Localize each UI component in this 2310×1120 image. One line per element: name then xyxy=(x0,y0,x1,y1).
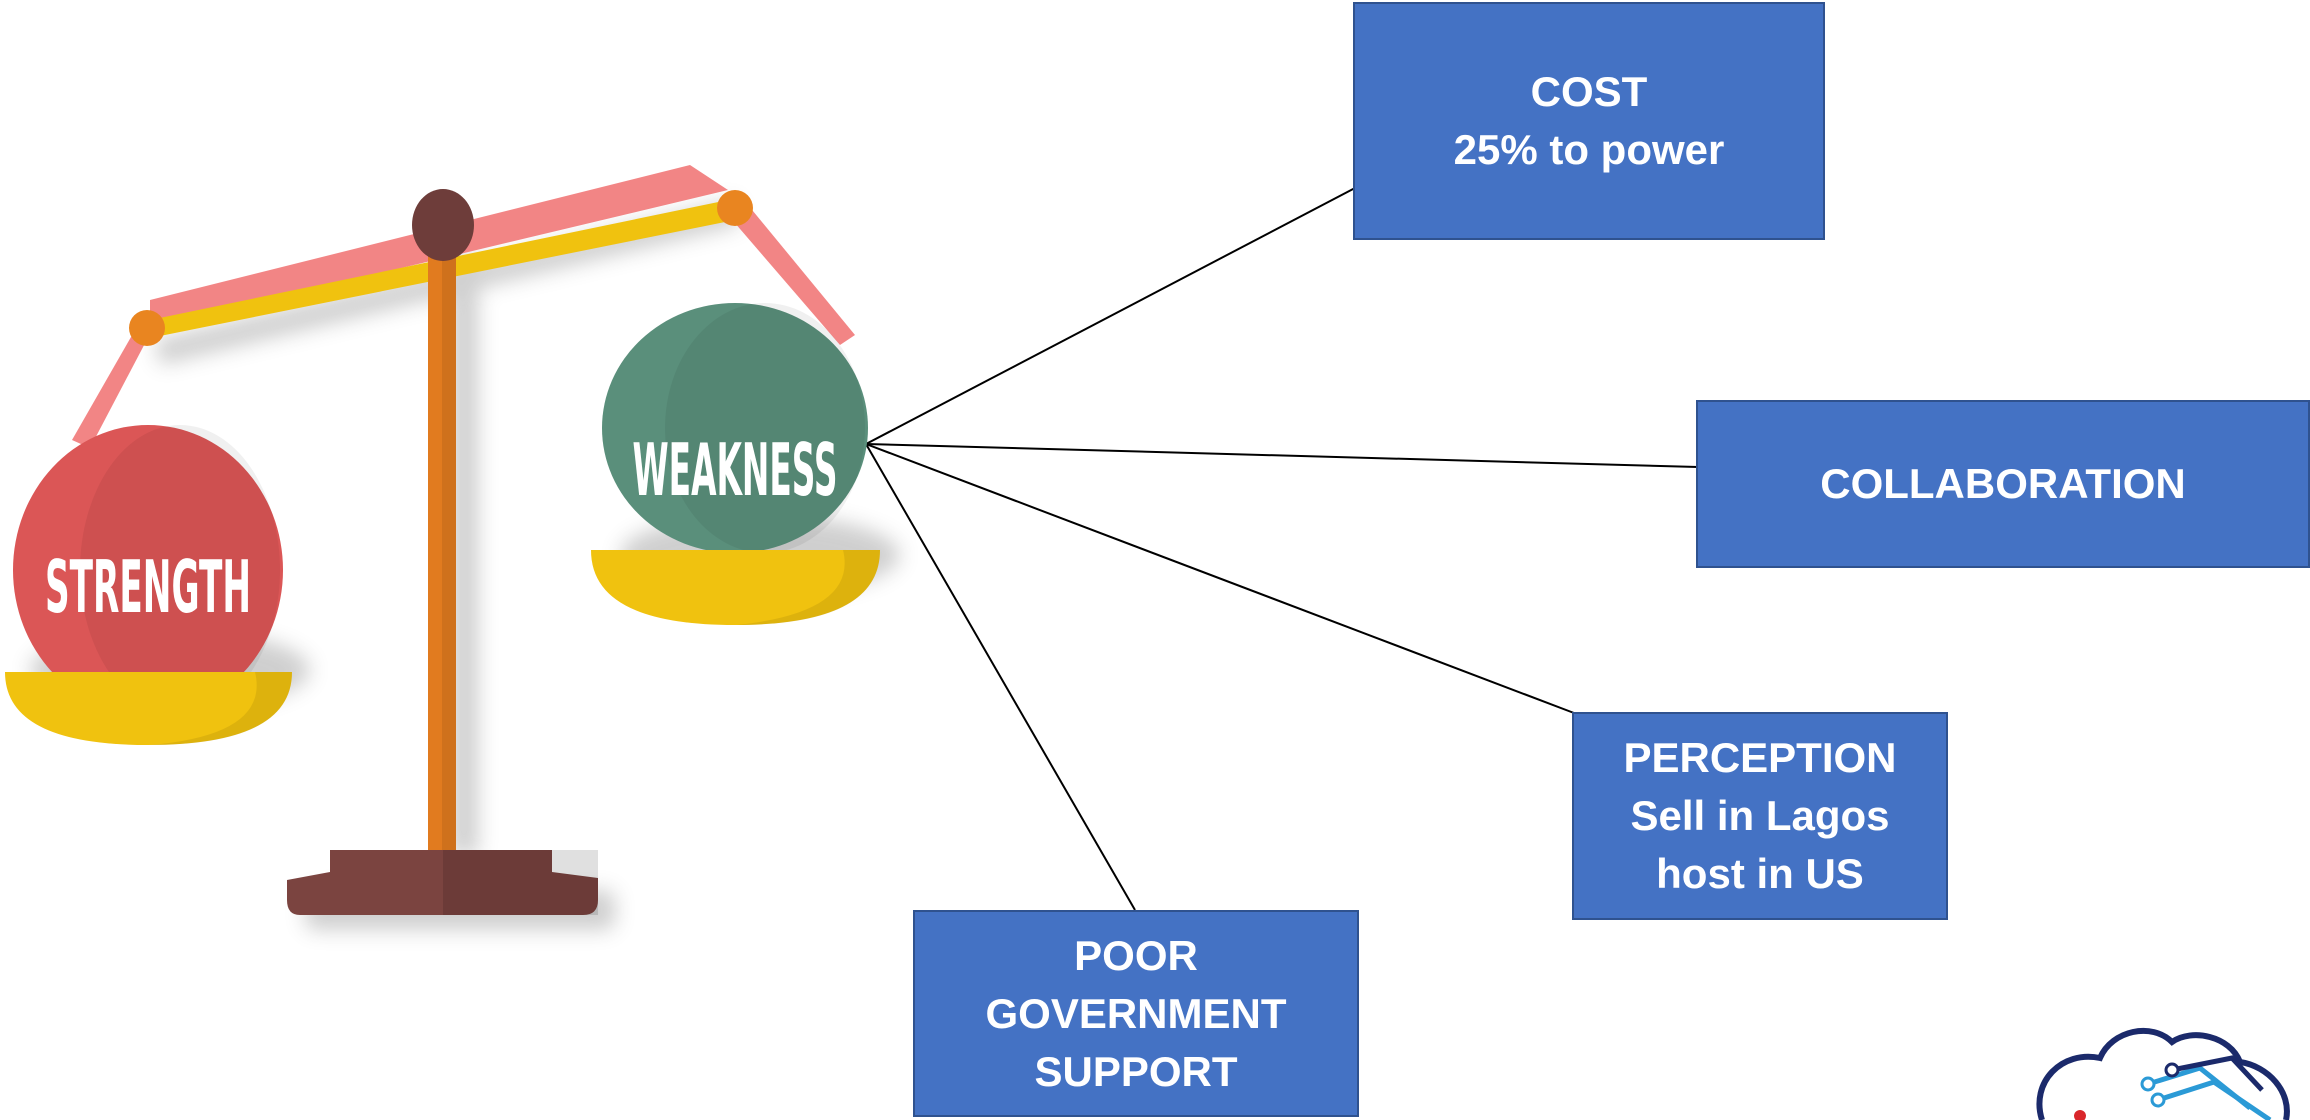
government-support-box: POOR GOVERNMENT SUPPORT xyxy=(913,910,1359,1117)
cost-title: COST xyxy=(1530,68,1648,115)
cloud-circuit-logo xyxy=(2036,1027,2290,1120)
government-line-1: POOR xyxy=(1074,931,1198,979)
cost-detail: 25% to power xyxy=(1453,126,1725,173)
scale-base xyxy=(287,850,598,915)
government-line-3: SUPPORT xyxy=(1034,1047,1238,1095)
collaboration-title: COLLABORATION xyxy=(1820,460,2186,507)
connector-government xyxy=(865,443,1136,911)
connector-cost xyxy=(865,187,1356,445)
government-line-2: GOVERNMENT xyxy=(985,989,1287,1037)
scale-post xyxy=(428,255,456,855)
perception-title: PERCEPTION xyxy=(1623,734,1897,781)
perception-box: PERCEPTION Sell in Lagos host in US xyxy=(1572,712,1948,920)
right-joint xyxy=(717,190,753,226)
weakness-label: WEAKNESS xyxy=(633,428,838,512)
connector-lines xyxy=(865,187,1699,911)
left-joint xyxy=(129,310,165,346)
connector-collaboration xyxy=(865,443,1699,468)
perception-detail-2: host in US xyxy=(1656,850,1864,897)
right-pan-cord xyxy=(728,205,855,345)
left-pan-cord xyxy=(72,330,152,448)
cost-box: COST 25% to power xyxy=(1353,2,1825,240)
pivot-knob xyxy=(412,189,474,261)
perception-detail-1: Sell in Lagos xyxy=(1630,792,1890,839)
right-pan xyxy=(591,550,880,625)
weakness-ball: WEAKNESS xyxy=(602,303,868,553)
left-pan xyxy=(5,672,292,745)
strength-label: STRENGTH xyxy=(45,545,251,629)
strength-ball: STRENGTH xyxy=(13,425,283,715)
connector-perception xyxy=(865,443,1575,714)
collaboration-box: COLLABORATION xyxy=(1696,400,2310,568)
